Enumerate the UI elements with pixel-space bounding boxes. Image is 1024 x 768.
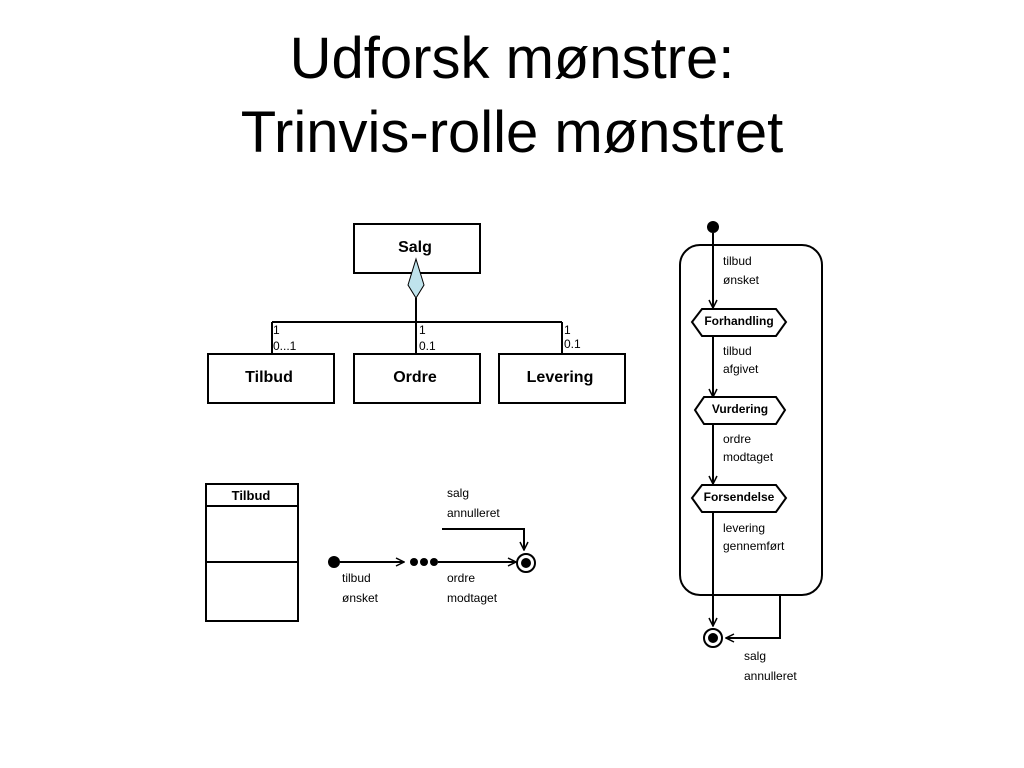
class-tilbud-label: Tilbud	[245, 369, 293, 386]
small-class-tilbud: Tilbud	[205, 483, 299, 622]
sequence-dot-1	[410, 558, 418, 566]
event-sequence: salg annulleret tilbud ønsket ordre modt…	[328, 486, 536, 605]
sequence-dot-3	[430, 558, 438, 566]
state-forhandling: Forhandling	[690, 308, 788, 337]
cancel-label-2: annulleret	[744, 669, 797, 683]
transition-label-4b: gennemført	[723, 539, 785, 553]
transition-label-3b: modtaget	[723, 450, 774, 464]
mult-levering-top: 1	[564, 323, 571, 337]
cancel-transition	[726, 595, 781, 638]
state-diagram: Forhandling Vurdering Forsendelse tilbud…	[679, 221, 823, 683]
seq-label-event1-1: tilbud	[342, 571, 371, 585]
class-salg-label: Salg	[398, 239, 432, 256]
state-vurdering-label: Vurdering	[712, 402, 768, 416]
seq-label-event2-2: modtaget	[447, 591, 498, 605]
seq-label-event2-1: ordre	[447, 571, 475, 585]
transition-label-1b: ønsket	[723, 273, 760, 287]
mult-tilbud-top: 1	[273, 323, 280, 337]
sequence-start-node	[328, 556, 340, 568]
seq-label-cancel-2: annulleret	[447, 506, 500, 520]
state-forsendelse: Forsendelse	[690, 484, 788, 513]
sequence-dot-2	[420, 558, 428, 566]
mult-tilbud-bottom: 0...1	[273, 339, 297, 353]
seq-label-cancel-1: salg	[447, 486, 469, 500]
state-vurdering: Vurdering	[693, 396, 787, 425]
cancel-label-1: salg	[744, 649, 766, 663]
class-ordre-label: Ordre	[393, 369, 437, 386]
transition-label-4a: levering	[723, 521, 765, 535]
seq-label-event1-2: ønsket	[342, 591, 379, 605]
state-forsendelse-label: Forsendelse	[704, 490, 775, 504]
mult-ordre-top: 1	[419, 323, 426, 337]
class-tilbud: Tilbud	[207, 353, 335, 404]
transition-label-2a: tilbud	[723, 344, 752, 358]
slide-title-line2: Trinvis-rolle mønstret	[240, 100, 784, 165]
slide-title-line1: Udforsk mønstre:	[289, 26, 735, 91]
class-levering-label: Levering	[527, 369, 594, 386]
transition-label-2b: afgivet	[723, 362, 759, 376]
state-start-node	[707, 221, 719, 233]
transition-label-3a: ordre	[723, 432, 751, 446]
class-levering: Levering	[498, 353, 626, 404]
small-class-label: Tilbud	[232, 488, 271, 503]
mult-levering-bottom: 0.1	[564, 337, 581, 351]
mult-ordre-bottom: 0.1	[419, 339, 436, 353]
state-forhandling-label: Forhandling	[704, 314, 773, 328]
class-ordre: Ordre	[353, 353, 481, 404]
transition-label-1a: tilbud	[723, 254, 752, 268]
